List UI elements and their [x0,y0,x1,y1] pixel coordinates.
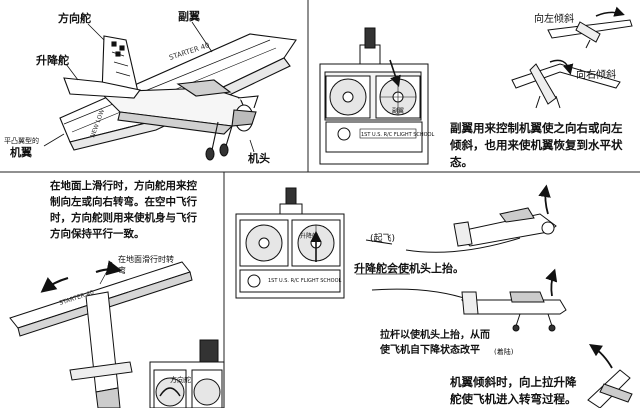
transmitter-middle-elevator-label: 升降舵 [300,232,318,240]
plane-leader-lines [43,21,255,153]
takeoff-label: (起飞) [370,234,396,244]
taxi-leader [99,261,113,285]
rudder-arrows [40,260,123,293]
elevator-plane-turning [587,369,633,408]
transmitter-bottom [149,339,225,408]
aileron-planes [511,19,633,109]
transmitter-middle-brand: 1ST U.S. R/C FLIGHT SCHOOL [268,278,342,284]
nose-label: 机头 [248,152,270,165]
raises-nose-label: 升降舵会使机头上抬。 [354,262,464,275]
rudder-label: 方向舵 [58,12,91,25]
elevator-plane-takeoff [453,207,557,247]
landing-label: (着陆) [494,348,514,356]
aileron-description: 副翼用来控制机翼使之向右或向左倾斜，也用来使机翼恢复到水平状态。 [450,121,623,169]
rudder-description: 在地面上滑行时，方向舵用来控制向左或向右转弯。在空中飞行时，方向舵则用来使机身与… [50,180,197,240]
ground-taxi-label: 在地面滑行时转弯 [118,255,174,275]
rudder-plane [9,261,193,408]
elevator-arrows [538,184,613,369]
flat-wing-label: 平凸翼型的 [4,137,39,145]
transmitter-top [319,27,429,165]
turning-description: 机翼倾斜时，向上拉升降舵使飞机进入转弯过程。 [450,375,577,406]
elevator-plane-landing [460,291,567,332]
plane-drawing [59,33,297,161]
aileron-label: 副翼 [178,10,200,23]
aileron-arrows [549,6,625,75]
elevator-label: 升降舵 [36,54,69,67]
transmitter-middle [235,187,345,299]
bank-left-label: 向左倾斜 [534,14,574,25]
level-out-label: 使飞机自下降状态改平 [380,345,480,356]
transmitter-bottom-rudder-label: 方向舵 [170,375,191,384]
bank-right-label: 向右倾斜 [576,70,616,81]
wing-label: 机翼 [10,146,32,159]
transmitter-top-brand: 1ST U.S. R/C FLIGHT SCHOOL [361,132,435,138]
pull-stick-label: 拉杆以使机头上抬，从而 [380,330,490,341]
transmitter-top-aileron-label: 副翼 [392,107,404,115]
